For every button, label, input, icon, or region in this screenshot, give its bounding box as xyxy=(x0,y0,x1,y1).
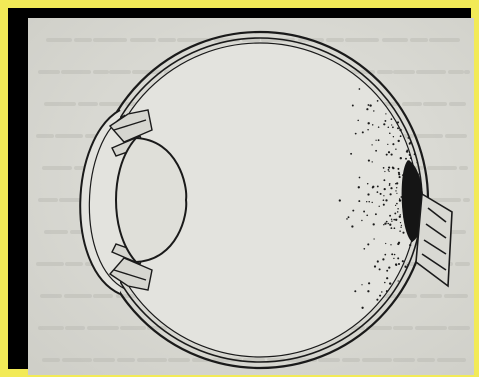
book-page-photo xyxy=(28,18,474,375)
eye-diagram xyxy=(28,18,474,375)
